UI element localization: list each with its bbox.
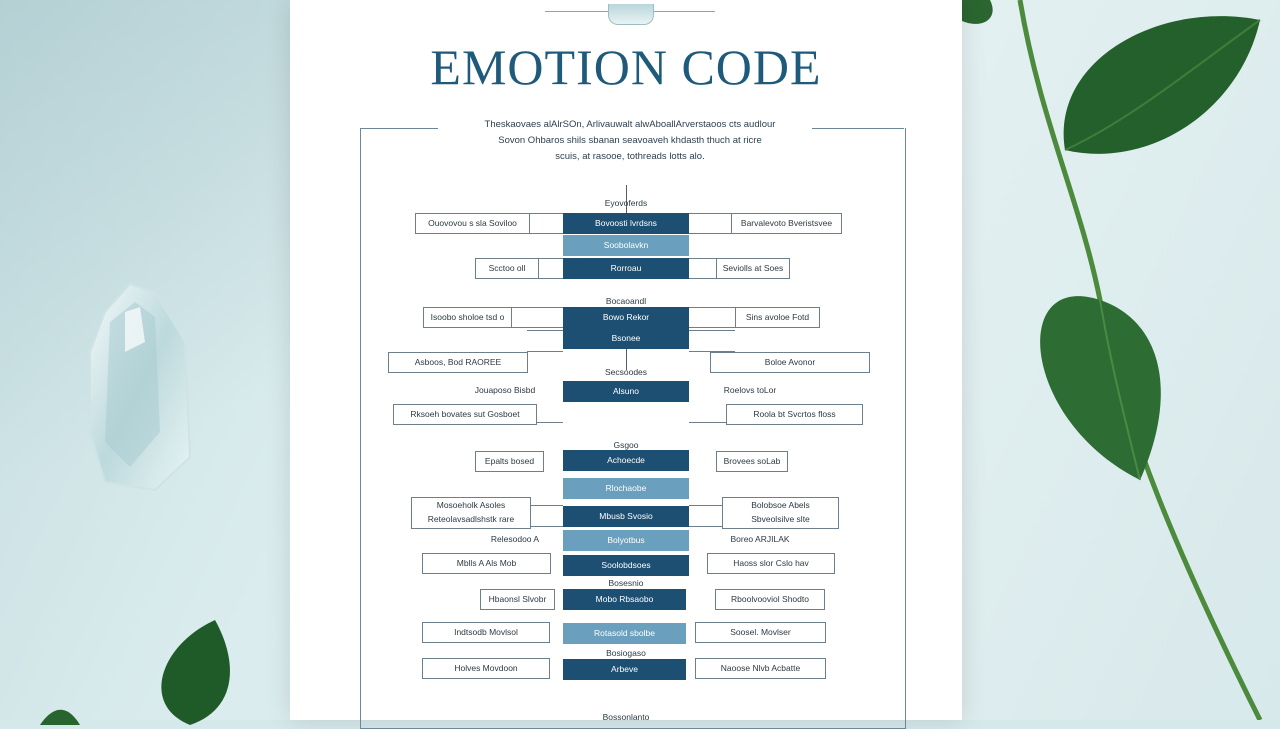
flow-node-center: Mbusb Svosio — [563, 506, 689, 527]
section-label: Bosiogaso — [606, 648, 646, 658]
flow-node-left: Mosoeholk Asoles Reteolavsadlshstk rare — [411, 497, 531, 529]
connector — [529, 213, 563, 234]
section-label: Gsgoo — [613, 440, 639, 450]
poster-title: EMOTION CODE — [430, 39, 822, 95]
flow-node-right: Soosel. Movlser — [695, 622, 826, 643]
connector — [689, 307, 735, 328]
intro-text: Theskaovaes alAlrSOn, Arlivauwalt alwAbo… — [450, 117, 810, 165]
flow-node-right: Rboolvooviol Shodto — [715, 589, 825, 610]
flow-node-left: Jouaposo Bisbd — [474, 385, 536, 395]
flow-node-left: Asboos, Bod RAOREE — [388, 352, 528, 373]
connector — [689, 258, 716, 279]
flow-node-center: Bovoosti lvrdsns — [563, 213, 689, 234]
flow-node-center: Rlochaobe — [563, 478, 689, 499]
flow-node-center: Bowo Rekor — [563, 307, 689, 328]
leaf-decoration — [960, 0, 1263, 720]
intro-line: scuis, at rasooe, tothreads lotts alo. — [555, 151, 705, 162]
flow-node-center: Mobo Rbsaobo — [563, 589, 686, 610]
flow-node-left: Isoobo sholoe tsd o — [423, 307, 512, 328]
connector — [689, 505, 722, 527]
connector — [530, 505, 563, 527]
flow-node-right: Sins avoloe Fotd — [735, 307, 820, 328]
flow-node-right: Bolobsoe Abels Sbveolsilve slte — [722, 497, 839, 529]
intro-line: Theskaovaes alAlrSOn, Arlivauwalt alwAbo… — [484, 119, 776, 130]
connector — [689, 402, 726, 423]
node-line: Sbveolsilve slte — [751, 514, 810, 524]
connector — [689, 213, 731, 234]
flow-node-right: Boloe Avonor — [710, 352, 870, 373]
flow-node-left: Holves Movdoon — [422, 658, 550, 679]
section-label: Eyovoferds — [604, 198, 648, 208]
flow-node-center: Bsonee — [563, 328, 689, 349]
frame-edge — [812, 128, 904, 129]
flow-node-left: Indtsodb Movlsol — [422, 622, 550, 643]
frame-edge — [360, 128, 438, 129]
flow-node-center: Soolobdsoes — [563, 555, 689, 576]
ornament-icon — [608, 4, 654, 25]
flow-node-right: Roola bt Svcrtos floss — [726, 404, 863, 425]
section-label: Bocaoandl — [605, 296, 647, 306]
connector — [511, 307, 563, 328]
flow-node-center: Rorroau — [563, 258, 689, 279]
connector — [527, 330, 563, 352]
flow-node-right: Roelovs toLor — [723, 385, 777, 395]
flow-node-right: Naoose Nlvb Acbatte — [695, 658, 826, 679]
flow-node-right: Haoss slor Cslo hav — [707, 553, 835, 574]
flow-node-left: Scctoo oll — [475, 258, 539, 279]
node-line: Mosoeholk Asoles — [436, 500, 506, 510]
node-line: Reteolavsadlshstk rare — [427, 514, 515, 524]
flow-node-left: Mblls A Als Mob — [422, 553, 551, 574]
poster-sheet: EMOTION CODE Theskaovaes alAlrSOn, Arliv… — [290, 0, 962, 729]
flow-node-left: Hbaonsl Slvobr — [480, 589, 555, 610]
connector — [689, 330, 735, 352]
section-label: Bosesnio — [608, 578, 644, 588]
flow-node-right: Barvalevoto Bveristsvee — [731, 213, 842, 234]
flow-node-left: Rksoeh bovates sut Gosboet — [393, 404, 537, 425]
node-line: Bolobsoe Abels — [751, 500, 810, 510]
flow-node-center: Achoecde — [563, 450, 689, 471]
flow-node-center: Rotasold sbolbe — [563, 623, 686, 644]
connector — [536, 402, 563, 423]
intro-line: Sovon Ohbaros shils sbanan seavoaveh khd… — [498, 135, 762, 146]
section-label: Bossonlanto — [602, 712, 650, 722]
connector — [538, 258, 563, 279]
leaf-decoration-bottom — [40, 620, 230, 725]
connector — [626, 345, 627, 370]
crystal-decoration — [89, 282, 192, 492]
flow-node-center: Arbeve — [563, 659, 686, 680]
flow-node-center: Bolyotbus — [563, 530, 689, 551]
connector — [626, 185, 627, 215]
flow-node-right: Brovees soLab — [716, 451, 788, 472]
flow-node-left: Epalts bosed — [475, 451, 544, 472]
flow-node-left: Ouovovou s sla Soviloo — [415, 213, 530, 234]
section-label: Secsoodes — [604, 367, 648, 377]
flow-node-center: Soobolavkn — [563, 235, 689, 256]
flow-node-right: Seviolls at Soes — [716, 258, 790, 279]
flow-node-left: Relesodoo A — [490, 534, 540, 544]
flow-node-right: Boreo ARJILAK — [730, 534, 790, 544]
flow-node-center: Alsuno — [563, 381, 689, 402]
